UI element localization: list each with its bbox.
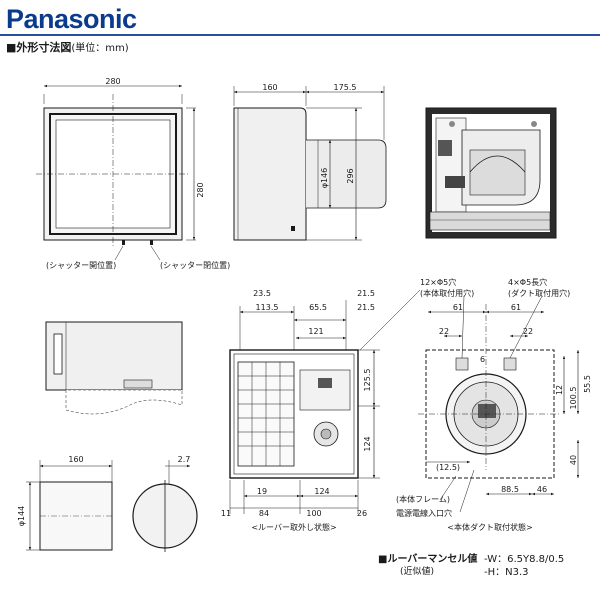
shutter-closed-label: (シャッター閉位置) — [160, 260, 230, 270]
duct-dim-22-left: 22 — [439, 327, 449, 336]
back-dim-19: 19 — [257, 487, 267, 496]
duct-part-dim-2-7: 2.7 — [178, 455, 191, 464]
back-dim-121: 121 — [308, 327, 323, 336]
side-duct-dia-dim: φ146 — [320, 168, 329, 189]
back-dim-23-5: 23.5 — [253, 289, 271, 298]
duct-view-caption: <本体ダクト取付状態> — [447, 522, 532, 532]
duct-dim-12-5: (12.5) — [436, 463, 460, 472]
header-rule — [0, 34, 600, 36]
section-title: ■外形寸法図(単位：mm) — [6, 39, 129, 55]
back-view-caption: <ルーバー取外し状態> — [251, 522, 336, 532]
duct-dim-88-5: 88.5 — [501, 485, 519, 494]
louver-legend-title: ■ルーバーマンセル値 — [378, 554, 478, 565]
louver-legend-subtitle: (近似値) — [400, 567, 435, 577]
label-power-inlet: 電源電線入口穴 — [396, 508, 452, 518]
duct-dim-40: 40 — [569, 455, 578, 465]
shutter-open-label: (シャッター開位置) — [46, 260, 116, 270]
duct-dim-55-5: 55.5 — [583, 375, 592, 393]
back-dim-100: 100 — [306, 509, 321, 518]
brand-logo: Panasonic — [6, 4, 137, 34]
front-view — [36, 84, 196, 261]
plan-view — [425, 107, 557, 239]
front-height-dim: 280 — [196, 182, 205, 197]
side-view-2 — [45, 321, 183, 415]
back-dim-26: 26 — [357, 509, 367, 518]
callout-body-holes: 12×Φ5穴 — [420, 277, 456, 287]
back-dim-65-5: 65.5 — [309, 303, 327, 312]
louver-munsell-legend: ■ルーバーマンセル値 (近似値) -W：6.5Y8.8/0.5 -H：N3.3 — [378, 553, 564, 579]
back-dim-11: 11 — [221, 509, 231, 518]
section-title-text: ■外形寸法図 — [6, 41, 72, 54]
duct-part-dim-160: 160 — [68, 455, 83, 464]
label-body-frame: (本体フレーム) — [396, 494, 450, 504]
side-height-dim: 296 — [346, 168, 355, 183]
back-dim-124-v: 124 — [363, 436, 372, 451]
duct-dim-61-left: 61 — [453, 303, 463, 312]
duct-dim-61-right: 61 — [511, 303, 521, 312]
louver-value-w: -W：6.5Y8.8/0.5 — [484, 554, 565, 565]
louver-value-h: -H：N3.3 — [484, 567, 529, 578]
back-dim-125-5: 125.5 — [363, 369, 372, 392]
callout-body-holes-sub: (本体取付用穴) — [420, 288, 474, 298]
back-dim-113-5: 113.5 — [256, 303, 279, 312]
back-dim-84: 84 — [259, 509, 269, 518]
duct-dim-12: 12 — [555, 385, 564, 395]
unit-label: (単位：mm) — [71, 43, 129, 54]
back-dim-21-5-b: 21.5 — [357, 303, 375, 312]
duct-dim-6: 6 — [480, 355, 485, 364]
side-view — [233, 86, 387, 241]
back-dim-21-5-a: 21.5 — [357, 289, 375, 298]
duct-part-dim-144: φ144 — [17, 506, 26, 527]
louver-legend-values: -W：6.5Y8.8/0.5 -H：N3.3 — [484, 553, 600, 579]
back-view — [229, 289, 421, 514]
duct-view — [418, 295, 580, 513]
side-depth-dim: 160 — [262, 83, 277, 92]
callout-duct-holes: 4×Φ5長穴 — [508, 277, 547, 287]
front-width-dim: 280 — [105, 77, 120, 86]
back-dim-124-h: 124 — [314, 487, 329, 496]
duct-dim-22-right: 22 — [523, 327, 533, 336]
duct-dim-100-5: 100.5 — [569, 387, 578, 410]
side-duct-length-dim: 175.5 — [334, 83, 357, 92]
duct-dim-46: 46 — [537, 485, 547, 494]
duct-part — [26, 460, 198, 552]
callout-duct-holes-sub: (ダクト取付用穴) — [508, 288, 570, 298]
